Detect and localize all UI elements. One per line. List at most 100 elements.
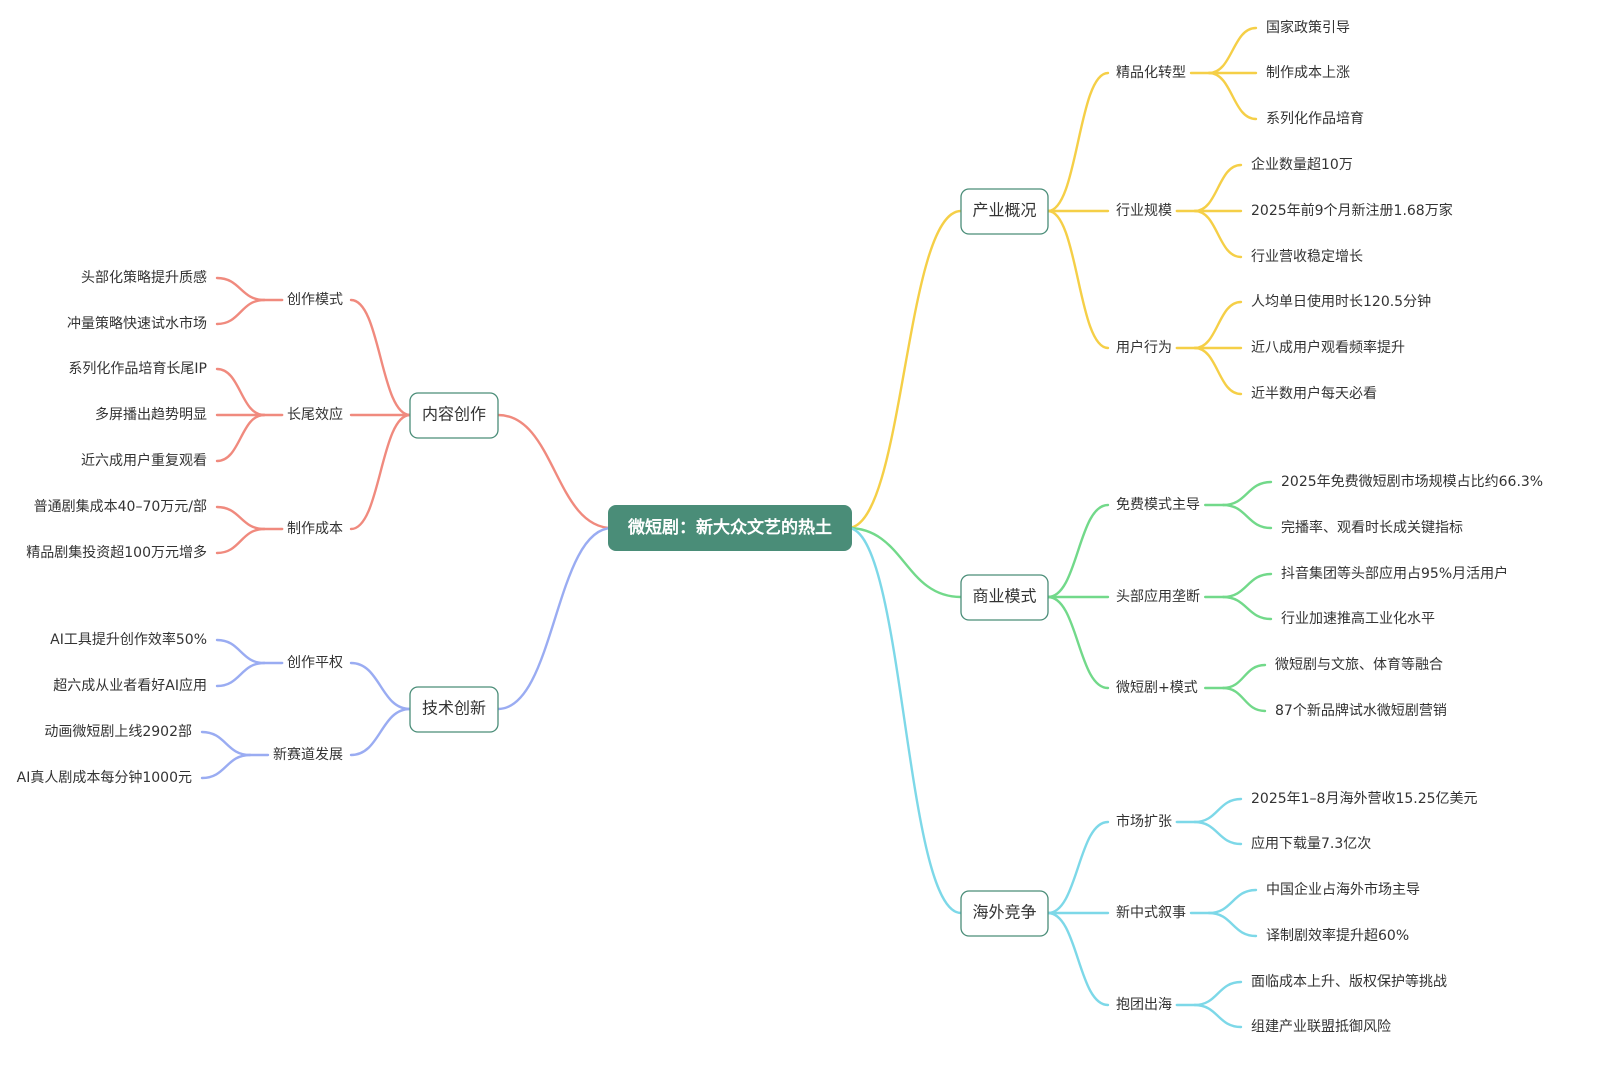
- connector-line: [1207, 26, 1258, 75]
- leaf-node-label: 2025年免费微短剧市场规模占比约66.3%: [1281, 473, 1543, 490]
- connector-line: [215, 505, 266, 531]
- leaf-node-label: 制作成本上涨: [1266, 65, 1350, 81]
- leaf-node-label: 中国企业占海外市场主导: [1266, 881, 1420, 898]
- sub-node-label: 抱团出海: [1116, 997, 1172, 1013]
- branch-node-label: 商业模式: [972, 587, 1036, 606]
- connector-line: [1046, 595, 1110, 690]
- branch-node-box[interactable]: [409, 392, 499, 439]
- branch-node-box[interactable]: [960, 188, 1049, 235]
- connector-line: [1046, 71, 1110, 213]
- connectors: [200, 26, 1273, 1029]
- connector-line: [1222, 572, 1273, 599]
- leaf-node-label: 87个新品牌试水微短剧营销: [1275, 702, 1447, 719]
- connector-line: [1222, 480, 1273, 507]
- connector-line: [1207, 71, 1258, 121]
- connector-line: [1193, 300, 1243, 350]
- branch-node-label: 内容创作: [422, 405, 486, 424]
- connector-line: [215, 638, 266, 665]
- leaf-node-label: 企业数量超10万: [1251, 156, 1353, 173]
- leaf-node-label: 面临成本上升、版权保护等挑战: [1251, 973, 1447, 990]
- connector-line: [200, 753, 252, 780]
- connector-line: [1222, 686, 1267, 713]
- connector-line: [349, 413, 412, 531]
- leaf-node-label: 精品剧集投资超100万元增多: [26, 544, 207, 561]
- connector-line: [1046, 820, 1110, 915]
- leaf-node-label: 微短剧与文旅、体育等融合: [1275, 656, 1443, 673]
- sub-node-label: 新中式叙事: [1116, 904, 1186, 921]
- connector-line: [215, 276, 266, 302]
- leaf-node-label: 系列化作品培育: [1266, 111, 1364, 127]
- leaf-node-label: 行业营收稳定增长: [1251, 249, 1363, 265]
- sub-node-label: 头部应用垄断: [1116, 588, 1200, 605]
- connector-line: [1193, 797, 1243, 824]
- sub-node-label: 创作平权: [287, 655, 343, 671]
- connector-line: [496, 413, 614, 530]
- leaf-node-label: 2025年前9个月新注册1.68万家: [1251, 202, 1453, 219]
- connector-line: [846, 526, 963, 599]
- leaf-node-label: 头部化策略提升质感: [81, 269, 207, 286]
- leaf-node-label: 国家政策引导: [1266, 19, 1350, 36]
- leaf-node-label: 动画微短剧上线2902部: [44, 724, 192, 740]
- sub-node-label: 市场扩张: [1116, 813, 1172, 830]
- branch-node-label: 技术创新: [422, 699, 486, 718]
- connector-line: [1046, 209, 1110, 350]
- connector-line: [349, 707, 412, 757]
- root-node-box[interactable]: [608, 505, 852, 551]
- connector-line: [496, 526, 614, 711]
- sub-node-label: 长尾效应: [287, 406, 343, 423]
- leaf-node-label: 完播率、观看时长成关键指标: [1281, 519, 1463, 536]
- connector-line: [215, 413, 266, 463]
- branch-node-box[interactable]: [409, 686, 499, 733]
- leaf-node-label: 应用下载量7.3亿次: [1251, 835, 1371, 852]
- leaf-node-label: 人均单日使用时长120.5分钟: [1251, 293, 1431, 310]
- connector-line: [1207, 888, 1258, 915]
- sub-node-label: 微短剧+模式: [1116, 680, 1198, 696]
- sub-node-label: 免费模式主导: [1116, 497, 1200, 513]
- connector-line: [1193, 209, 1243, 259]
- connector-line: [349, 661, 412, 711]
- leaf-node-label: 超六成从业者看好AI应用: [53, 677, 207, 694]
- leaf-node-label: 译制剧效率提升超60%: [1266, 927, 1409, 944]
- sub-node-label: 行业规模: [1116, 203, 1172, 219]
- leaf-node-label: 多屏播出趋势明显: [95, 406, 207, 423]
- sub-node-label: 精品化转型: [1116, 65, 1186, 81]
- connector-line: [1046, 503, 1110, 599]
- connector-line: [1193, 346, 1243, 396]
- branch-node-label: 产业概况: [972, 201, 1036, 220]
- branch-node-box[interactable]: [960, 574, 1049, 621]
- sub-node-label: 创作模式: [287, 292, 343, 308]
- leaf-node-label: AI真人剧成本每分钟1000元: [17, 769, 192, 786]
- sub-node-label: 制作成本: [287, 521, 343, 537]
- branch-node-label: 海外竞争: [972, 903, 1036, 922]
- sub-node-label: 用户行为: [1116, 339, 1172, 356]
- connector-line: [1193, 1003, 1243, 1029]
- leaf-node-label: 抖音集团等头部应用占95%月活用户: [1281, 565, 1508, 582]
- leaf-node-label: 普通剧集成本40–70万元/部: [34, 498, 207, 515]
- connector-line: [1193, 980, 1243, 1007]
- leaf-node-label: 近六成用户重复观看: [81, 452, 207, 469]
- leaf-node-label: 冲量策略快速试水市场: [67, 315, 207, 332]
- branch-node-box[interactable]: [960, 890, 1049, 937]
- connector-line: [1193, 820, 1243, 846]
- connector-line: [215, 527, 266, 555]
- connector-line: [1193, 163, 1243, 213]
- leaf-node-label: AI工具提升创作效率50%: [50, 631, 207, 648]
- connector-line: [215, 367, 266, 417]
- root-node-label: 微短剧：新大众文艺的热土: [627, 517, 832, 538]
- leaf-node-label: 行业加速推高工业化水平: [1281, 610, 1435, 627]
- leaf-node-label: 近半数用户每天必看: [1251, 385, 1377, 402]
- sub-node-label: 新赛道发展: [273, 747, 343, 763]
- connector-line: [1046, 911, 1110, 1007]
- nodes: 微短剧：新大众文艺的热土产业概况精品化转型国家政策引导制作成本上涨系列化作品培育…: [17, 19, 1543, 1035]
- connector-line: [215, 298, 266, 326]
- connector-line: [846, 526, 963, 915]
- leaf-node-label: 近八成用户观看频率提升: [1251, 339, 1405, 356]
- connector-line: [215, 661, 266, 688]
- connector-line: [349, 298, 412, 417]
- connector-line: [1222, 595, 1273, 621]
- leaf-node-label: 2025年1–8月海外营收15.25亿美元: [1251, 791, 1478, 807]
- connector-line: [1207, 911, 1258, 938]
- leaf-node-label: 系列化作品培育长尾IP: [68, 361, 207, 377]
- connector-line: [846, 209, 963, 530]
